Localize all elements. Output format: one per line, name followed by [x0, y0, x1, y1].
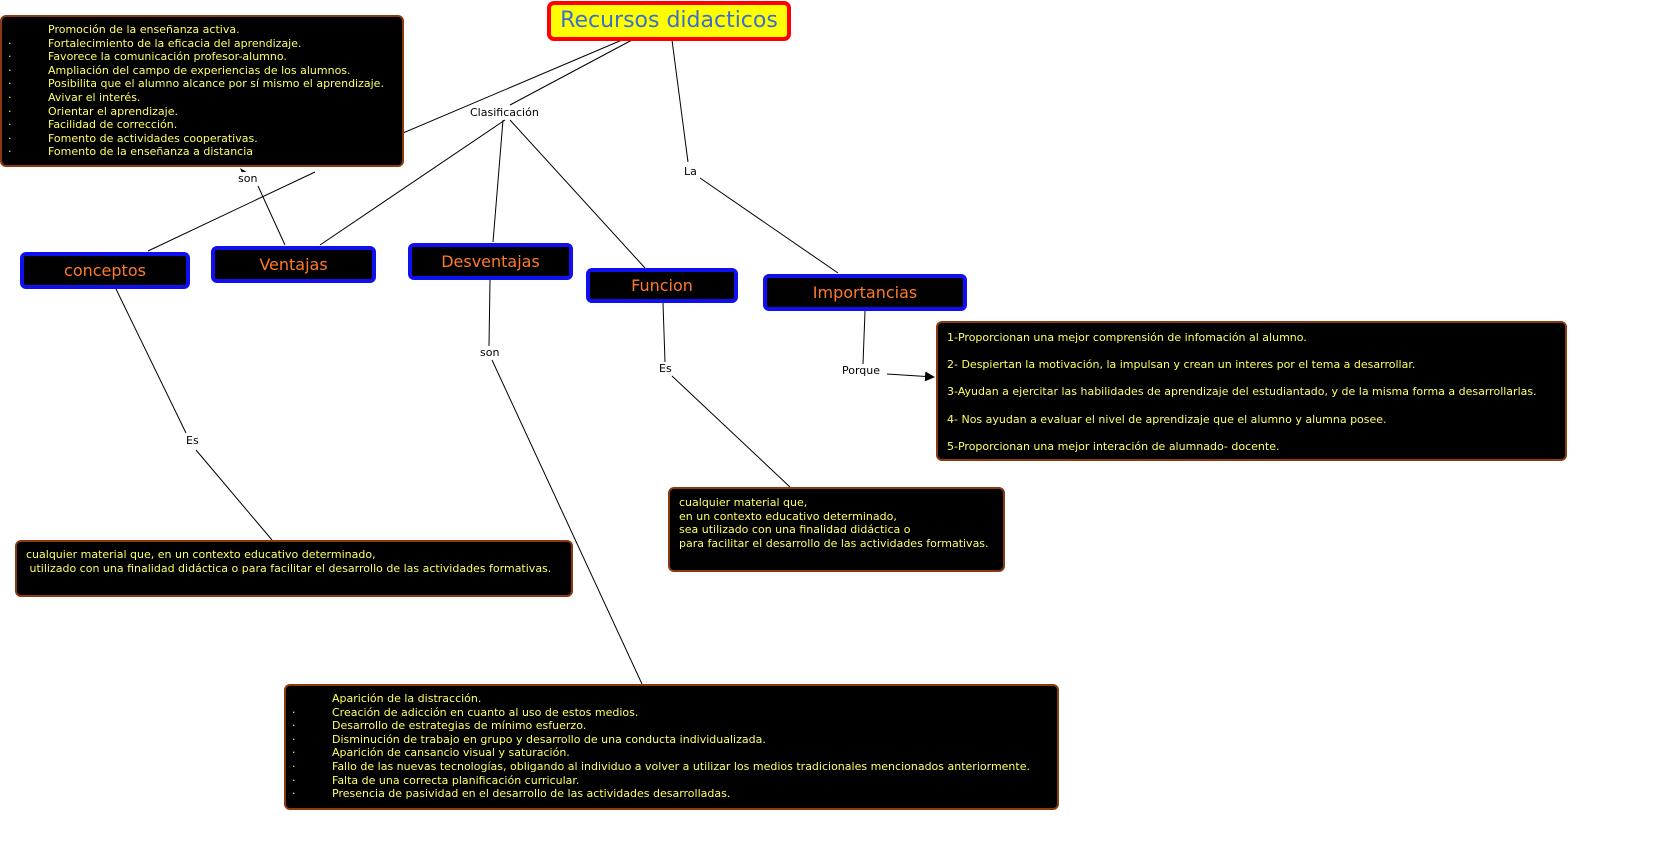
list-item: · Desarrollo de estrategias de mínimo esf… [292, 719, 1051, 733]
list-item: · Fomento de la enseñanza a distancia [8, 145, 396, 159]
list-item-text: Posibilita que el alumno alcance por sí … [48, 77, 384, 91]
concept-label: Desventajas [441, 252, 540, 271]
bullet [292, 692, 332, 706]
bullet: · [292, 732, 296, 746]
concept-importancias[interactable]: Importancias [763, 274, 967, 311]
list-item: · Favorece la comunicación profesor-alumn… [8, 50, 396, 64]
bullet: · [8, 77, 12, 91]
list-item-text: Presencia de pasividad en el desarrollo … [332, 787, 731, 801]
bullet: · [8, 36, 12, 50]
root-concept[interactable]: Recursos didacticos [547, 1, 791, 41]
importancia-item: 3-Ayudan a ejercitar las habilidades de … [947, 385, 1537, 399]
list-item-text: Ampliación del campo de experiencias de … [48, 63, 351, 77]
concept-label: conceptos [64, 261, 146, 280]
bullet: · [8, 145, 12, 159]
concept-ventajas[interactable]: Ventajas [211, 246, 376, 283]
bullet: · [292, 773, 296, 787]
bullet: · [292, 787, 296, 801]
funcion-text-box[interactable]: cualquier material que, en un contexto e… [668, 487, 1005, 572]
list-item-text: Creación de adicción en cuanto al uso de… [332, 705, 639, 719]
list-item-text: Fomento de actividades cooperativas. [48, 131, 258, 145]
link-label-porque[interactable]: Porque [841, 364, 882, 377]
bullet: · [8, 63, 12, 77]
bullet: · [292, 746, 296, 760]
list-item-text: Aparición de la distracción. [332, 692, 482, 705]
list-item: Aparición de la distracción. [292, 692, 1051, 706]
bullet: · [292, 719, 296, 733]
list-item: · Creación de adicción en cuanto al uso d… [292, 706, 1051, 720]
concept-conceptos[interactable]: conceptos [20, 252, 190, 289]
ventajas-list-box[interactable]: Promoción de la enseñanza activa. · Fortal… [0, 15, 404, 167]
importancias-list-box[interactable]: 1-Proporcionan una mejor comprensión de … [936, 321, 1567, 461]
list-item: · Facilidad de corrección. [8, 118, 396, 132]
concept-label: Ventajas [259, 255, 328, 274]
concept-desventajas[interactable]: Desventajas [408, 243, 573, 280]
list-item: · Falta de una correcta planificación cur… [292, 774, 1051, 788]
importancia-item: 4- Nos ayudan a evaluar el nivel de apre… [947, 412, 1387, 426]
list-item: · Posibilita que el alumno alcance por sí… [8, 77, 396, 91]
link-label-son[interactable]: son [479, 346, 501, 359]
link-label-es[interactable]: Es [658, 362, 673, 375]
list-item: · Fortalecimiento de la eficacia del apre… [8, 37, 396, 51]
concept-label: Importancias [812, 283, 918, 302]
importancia-item: 2- Despiertan la motivación, la impulsan… [947, 358, 1416, 372]
concepto-text-box[interactable]: cualquier material que, en un contexto e… [15, 540, 573, 597]
list-item-text: Fallo de las nuevas tecnologías, obligan… [332, 759, 1030, 773]
link-label-la[interactable]: La [683, 165, 698, 178]
list-item: · Ampliación del campo de experiencias de… [8, 64, 396, 78]
list-item: · Avivar el interés. [8, 91, 396, 105]
bullet: · [292, 705, 296, 719]
list-item: Promoción de la enseñanza activa. [8, 23, 396, 37]
list-item-text: Orientar el aprendizaje. [48, 104, 178, 118]
list-item: · Fomento de actividades cooperativas. [8, 132, 396, 146]
list-item-text: Desarrollo de estrategias de mínimo esfu… [332, 719, 587, 733]
link-label-es[interactable]: Es [185, 434, 200, 447]
list-item: · Fallo de las nuevas tecnologías, obliga… [292, 760, 1051, 774]
list-item-text: Facilidad de corrección. [48, 118, 178, 132]
link-label-dots[interactable]: · · · · [319, 160, 340, 170]
list-item-text: Favorece la comunicación profesor-alumno… [48, 50, 287, 64]
bullet: · [8, 90, 12, 104]
list-item: · Orientar el aprendizaje. [8, 105, 396, 119]
list-item: · Presencia de pasividad en el desarrollo… [292, 787, 1051, 801]
importancia-item: 5-Proporcionan una mejor interación de a… [947, 439, 1280, 453]
list-item-text: Fomento de la enseñanza a distancia [48, 145, 254, 159]
list-item-text: Promoción de la enseñanza activa. [48, 23, 240, 36]
list-item: · Disminución de trabajo en grupo y desar… [292, 733, 1051, 747]
bullet: · [8, 118, 12, 132]
concept-funcion[interactable]: Funcion [586, 268, 738, 303]
list-item-text: Avivar el interés. [48, 90, 141, 104]
list-item-text: Aparición de cansancio visual y saturaci… [332, 746, 570, 760]
desventajas-list-box[interactable]: Aparición de la distracción. · Creación de… [284, 684, 1059, 810]
concept-label: Funcion [631, 276, 693, 295]
link-label-clasificacion[interactable]: Clasificación [469, 106, 540, 119]
list-item: · Aparición de cansancio visual y saturac… [292, 746, 1051, 760]
list-item-text: Falta de una correcta planificación curr… [332, 773, 580, 787]
bullet: · [8, 131, 12, 145]
importancia-item: 1-Proporcionan una mejor comprensión de … [947, 331, 1307, 344]
bullet: · [8, 104, 12, 118]
bullet: · [8, 50, 12, 64]
list-item-text: Disminución de trabajo en grupo y desarr… [332, 732, 766, 746]
list-item-text: Fortalecimiento de la eficacia del apren… [48, 36, 302, 50]
bullet [8, 23, 48, 37]
bullet: · [292, 759, 296, 773]
link-label-son[interactable]: son [237, 172, 259, 185]
